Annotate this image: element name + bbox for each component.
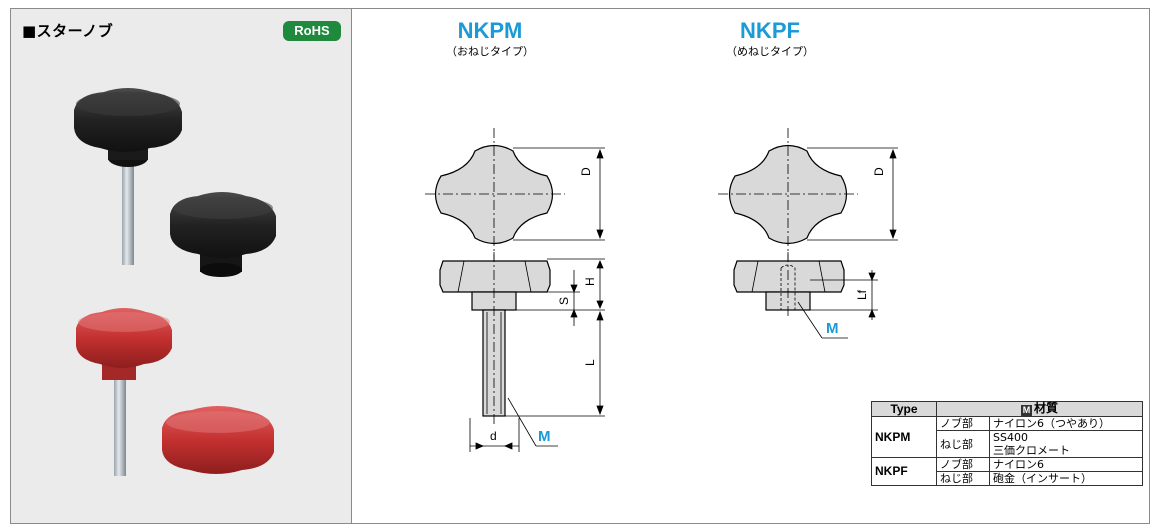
catalog-frame xyxy=(10,8,1150,524)
model-subtitle-nkpf: （めねじタイプ） xyxy=(726,45,814,58)
black-female-knob-photo xyxy=(170,192,276,277)
dim-L: L xyxy=(583,359,597,366)
table-row: NKPM ノブ部 ナイロン6（つやあり） xyxy=(871,416,1143,458)
red-female-knob-photo xyxy=(162,406,274,474)
thread-label-nkpm: M xyxy=(538,428,551,445)
nkpm-side-view xyxy=(439,260,551,293)
model-name-nkpm: NKPM xyxy=(457,18,523,43)
table-header-type: Type xyxy=(871,401,937,417)
section-title: ■スターノブ xyxy=(22,22,114,40)
red-male-knob-photo xyxy=(76,308,172,476)
dim-S: S xyxy=(557,297,571,305)
nkpf-side-view xyxy=(733,260,845,293)
table-row: ねじ部 砲金（インサート） xyxy=(872,471,1143,486)
nkpf-top-view xyxy=(728,144,848,245)
thread-label-nkpf: M xyxy=(826,320,839,337)
model-name-nkpf: NKPF xyxy=(740,18,800,43)
dim-Lf: Lf xyxy=(855,289,869,300)
product-photos xyxy=(74,88,276,476)
model-subtitle-nkpm: （おねじタイプ） xyxy=(446,45,534,58)
dim-D-nkpf: D xyxy=(872,167,886,176)
dim-d: d xyxy=(490,429,497,443)
material-m-icon: M xyxy=(1020,405,1032,416)
nkpm-top-view xyxy=(434,144,554,245)
table-row: NKPF ノブ部 ナイロン6 xyxy=(871,457,1143,486)
black-male-knob-photo xyxy=(74,88,182,265)
dim-D-nkpm: D xyxy=(579,167,593,176)
dim-H: H xyxy=(583,277,597,286)
rohs-badge: RoHS xyxy=(283,21,341,41)
